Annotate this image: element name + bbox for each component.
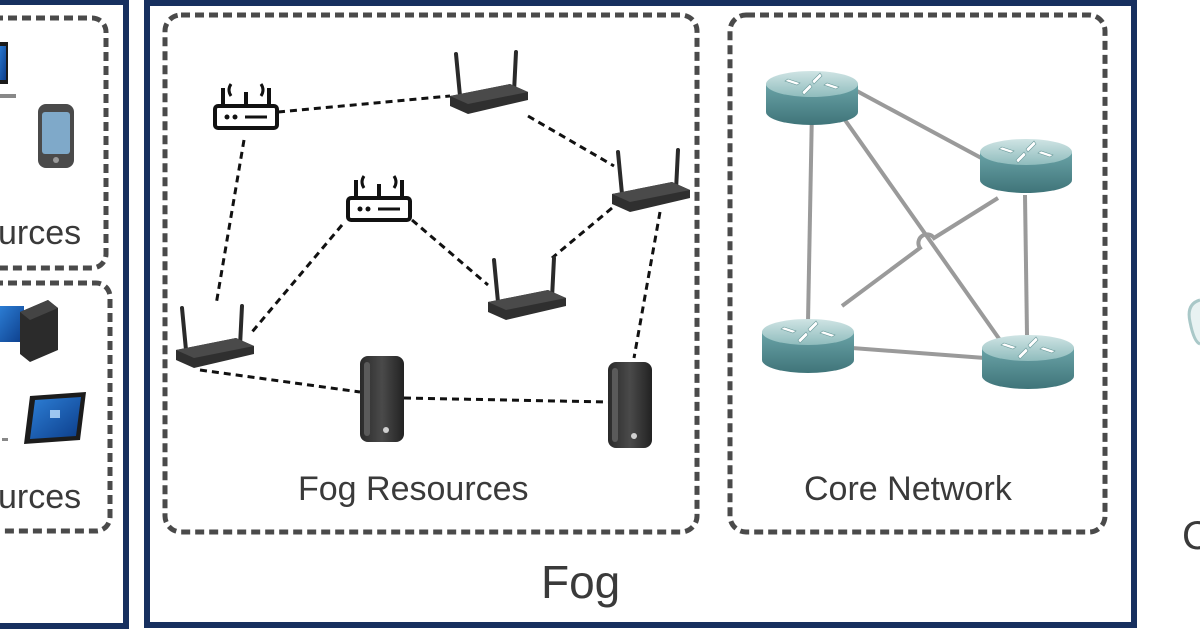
fog-link [199, 368, 361, 394]
desktop-computer-icon [0, 300, 58, 362]
fog-link [277, 94, 451, 114]
wireless-router-icon [174, 304, 256, 370]
router-icon [979, 138, 1073, 194]
left-top-resource-box [0, 15, 109, 271]
core-network-label: Core Network [804, 470, 1012, 508]
core-link [840, 196, 1000, 308]
left-bottom-resource-box [0, 280, 113, 534]
core-link [806, 107, 814, 323]
core-link [854, 88, 986, 162]
fog-link [411, 218, 489, 287]
core-link [1023, 194, 1029, 336]
fog-link [250, 224, 344, 333]
left-top-box-label: urces [0, 214, 82, 252]
fog-panel-title: Fog [541, 556, 621, 608]
left-panel [0, 0, 129, 629]
right-panel-partial-label: C [1182, 514, 1200, 558]
tablet-icon [2, 392, 86, 444]
fog-link [403, 396, 609, 404]
laptop-icon [0, 42, 16, 98]
fog-link [527, 114, 615, 168]
left-bottom-box-label: urces [0, 478, 82, 516]
cloud-icon [1187, 298, 1200, 346]
fog-link [214, 139, 246, 306]
core-links [806, 88, 1029, 360]
router-icon [981, 334, 1075, 390]
router-icon [765, 70, 859, 126]
wireless-router-icon [486, 256, 568, 322]
core-link [851, 346, 986, 360]
wireless-router-icon [448, 50, 530, 116]
core-network-box [727, 12, 1108, 535]
wireless-modem-icon [213, 82, 279, 130]
left-panel-border [0, 0, 129, 629]
core-link [843, 118, 1002, 342]
router-icon [761, 318, 855, 374]
fog-links [199, 94, 662, 404]
fog-panel-border [144, 0, 1137, 628]
fog-resources-label: Fog Resources [298, 470, 529, 508]
server-icon [360, 356, 404, 442]
fog-link [632, 211, 662, 359]
smartphone-icon [38, 104, 74, 168]
wireless-router-icon [610, 148, 692, 214]
server-icon [608, 362, 652, 448]
fog-link [551, 206, 613, 260]
right-panel [1187, 298, 1200, 346]
wireless-modem-icon [346, 174, 412, 222]
